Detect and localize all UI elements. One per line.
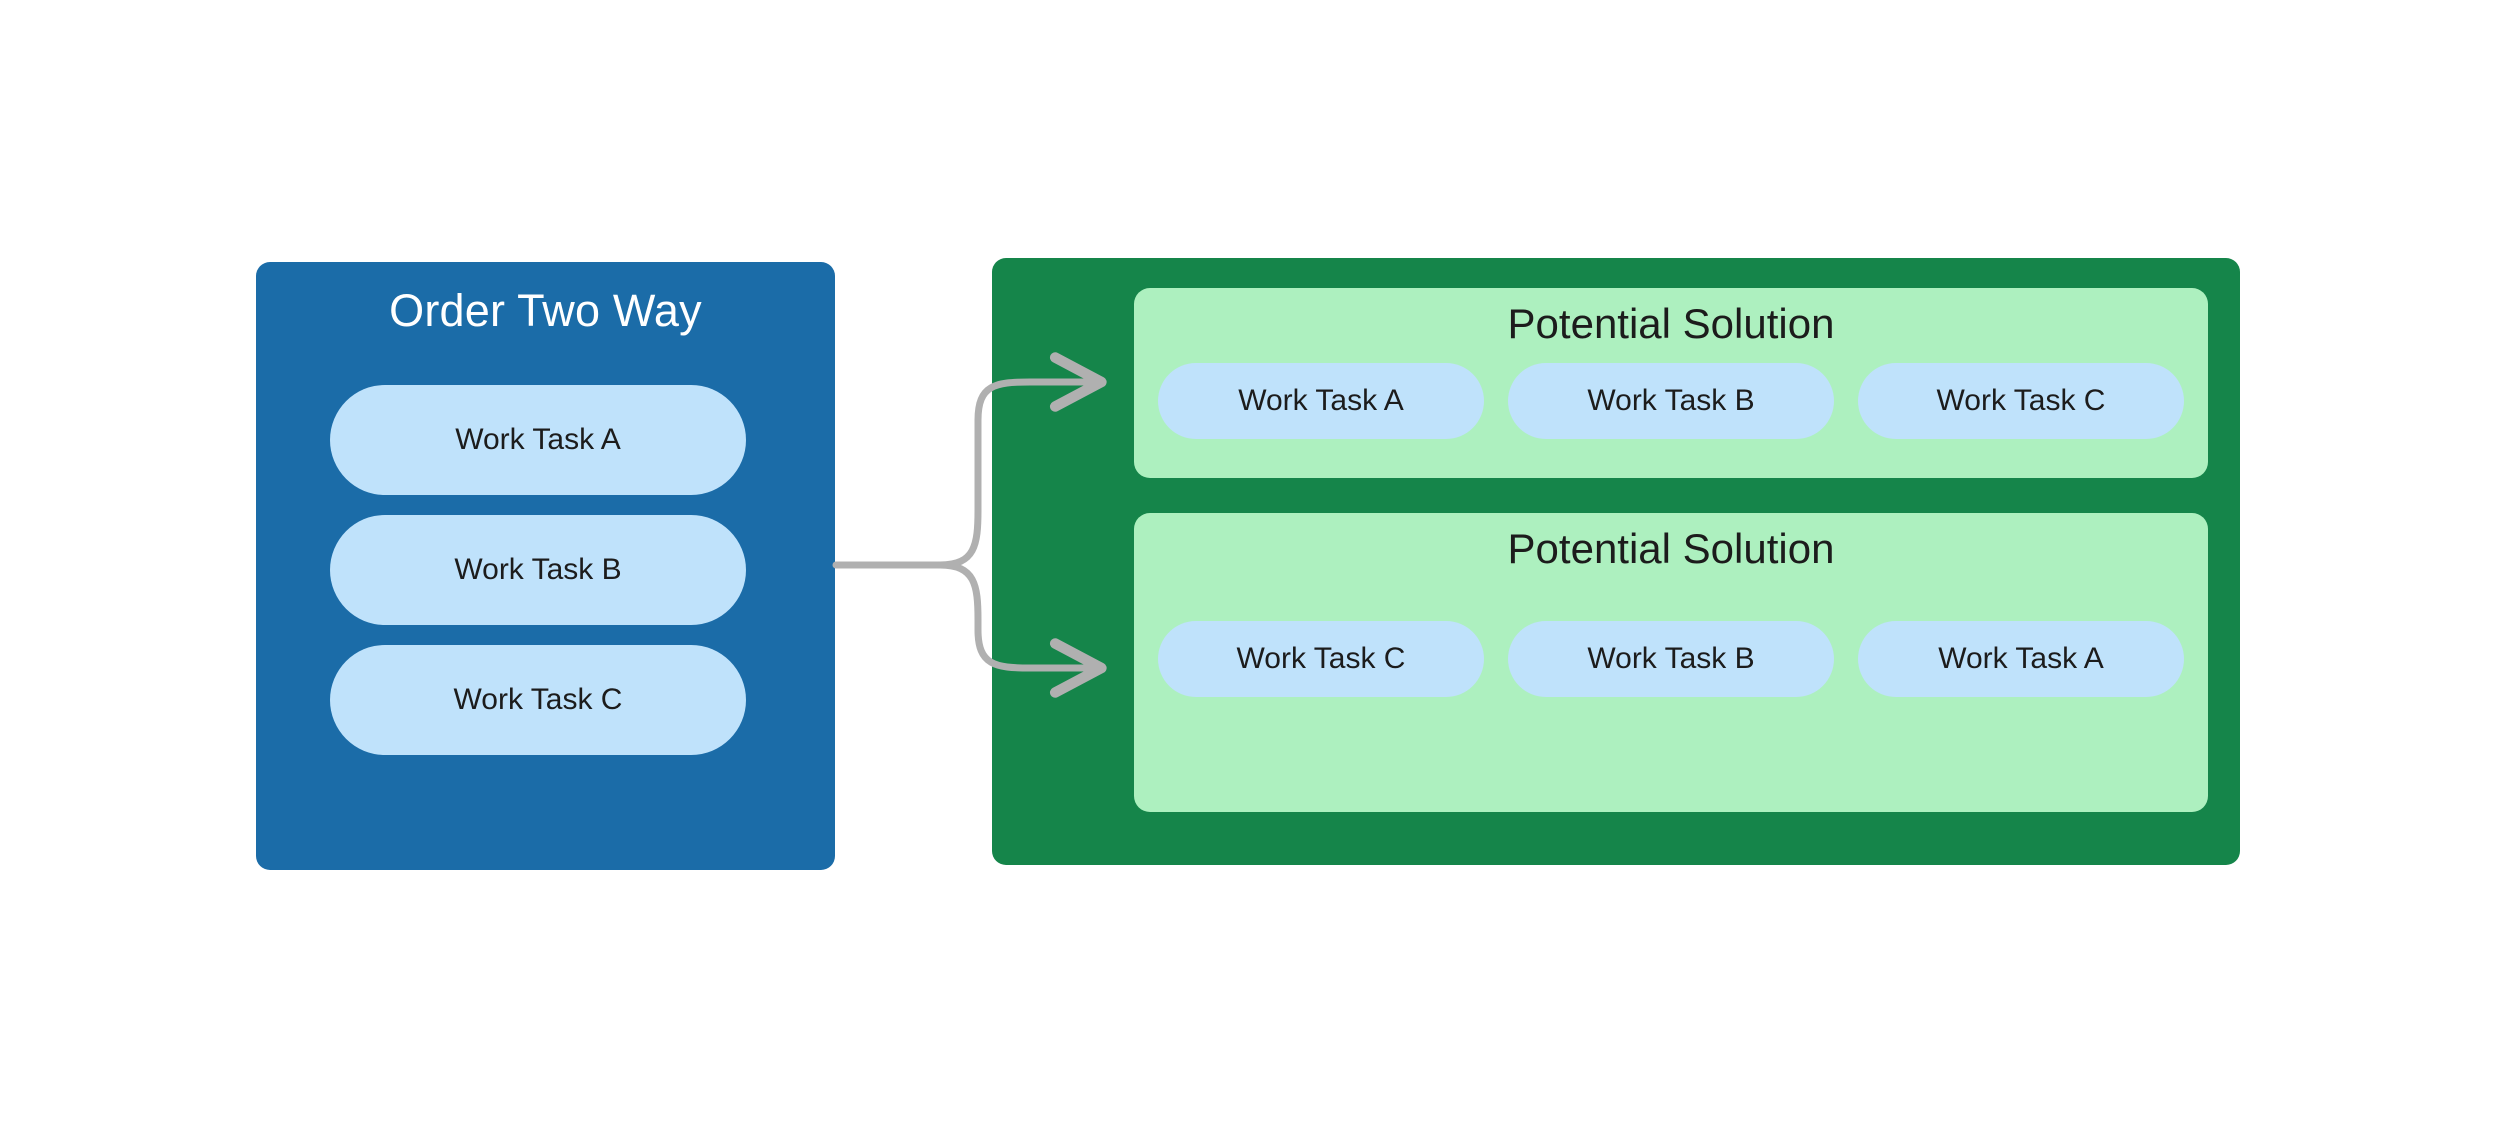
source-panel-heading: Order Two Way — [389, 285, 702, 336]
solution-task-row: Work Task A Work Task B Work Task C — [1158, 363, 2184, 439]
source-task-pill[interactable]: Work Task C — [330, 645, 746, 755]
solution-task-pill[interactable]: Work Task B — [1508, 621, 1834, 697]
solution-task-label: Work Task B — [1587, 384, 1755, 417]
solution-task-label: Work Task C — [1936, 384, 2106, 417]
solution-task-label: Work Task C — [1236, 642, 1406, 675]
source-panel: Order Two Way Work Task A Work Task B Wo… — [256, 262, 835, 870]
source-task-label: Work Task A — [455, 423, 621, 456]
source-task-label: Work Task B — [454, 553, 622, 586]
source-task-label: Work Task C — [453, 683, 623, 716]
solution-heading: Potential Solution — [1507, 300, 1835, 347]
solution-heading: Potential Solution — [1507, 525, 1835, 572]
solution-task-row: Work Task C Work Task B Work Task A — [1158, 621, 2184, 697]
solutions-panel: Potential Solution Work Task A Work Task… — [992, 258, 2240, 865]
solution-task-label: Work Task B — [1587, 642, 1755, 675]
source-task-pill[interactable]: Work Task B — [330, 515, 746, 625]
solution-task-pill[interactable]: Work Task A — [1858, 621, 2184, 697]
solution-task-pill[interactable]: Work Task C — [1858, 363, 2184, 439]
solution-task-pill[interactable]: Work Task C — [1158, 621, 1484, 697]
solution-task-label: Work Task A — [1938, 642, 2104, 675]
source-task-pill[interactable]: Work Task A — [330, 385, 746, 495]
solution-box: Potential Solution Work Task C Work Task… — [1134, 513, 2208, 812]
solution-task-pill[interactable]: Work Task B — [1508, 363, 1834, 439]
solution-task-pill[interactable]: Work Task A — [1158, 363, 1484, 439]
solution-task-label: Work Task A — [1238, 384, 1404, 417]
solution-box: Potential Solution Work Task A Work Task… — [1134, 288, 2208, 478]
